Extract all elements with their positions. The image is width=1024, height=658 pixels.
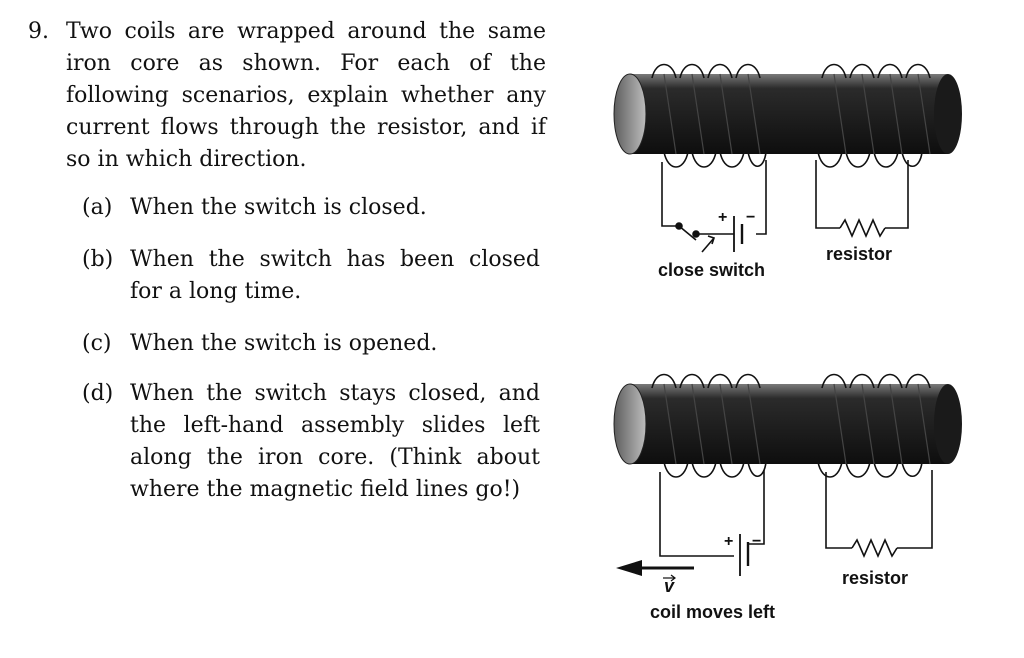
part-a-label: (a) [82, 195, 113, 220]
part-b-label: (b) [82, 247, 114, 272]
battery-top [733, 216, 744, 252]
battery-minus-top: − [746, 209, 755, 226]
figure-top: + − close switch resistor [613, 63, 962, 280]
battery-minus-bottom: − [752, 533, 761, 550]
resistor-label-bottom: resistor [842, 568, 908, 588]
velocity-vector-arrow-icon [663, 574, 676, 582]
part-c-label: (c) [82, 331, 112, 356]
part-a-text: When the switch is closed. [130, 195, 427, 220]
right-coil-top [817, 63, 931, 168]
battery-bottom [739, 534, 750, 576]
motion-label: coil moves left [650, 602, 775, 622]
battery-plus-bottom: + [724, 533, 733, 550]
primary-circuit-top [661, 160, 767, 253]
left-coil-bottom [651, 373, 767, 478]
iron-core-top [613, 73, 962, 155]
battery-plus-top: + [718, 209, 727, 226]
figure-bottom: + − v coil moves left resistor [613, 373, 962, 622]
primary-circuit-bottom [659, 470, 765, 557]
velocity-symbol: v [664, 576, 675, 596]
iron-core-bottom [613, 383, 962, 465]
problem-number: 9. [28, 19, 49, 44]
part-c-text: When the switch is opened. [130, 331, 438, 356]
resistor-label-top: resistor [826, 244, 892, 264]
secondary-circuit-top [815, 160, 909, 238]
part-d-label: (d) [82, 381, 114, 406]
part-d-text: When the switch stays closed, and the le… [130, 381, 540, 502]
switch-label: close switch [658, 260, 765, 280]
left-coil-top [651, 63, 767, 168]
secondary-circuit-bottom [825, 470, 933, 558]
problem-statement: Two coils are wrapped around the same ir… [66, 19, 546, 172]
right-coil-bottom [817, 373, 931, 478]
part-b-text: When the switch has been closed for a lo… [130, 247, 540, 304]
velocity-arrow [616, 560, 694, 576]
